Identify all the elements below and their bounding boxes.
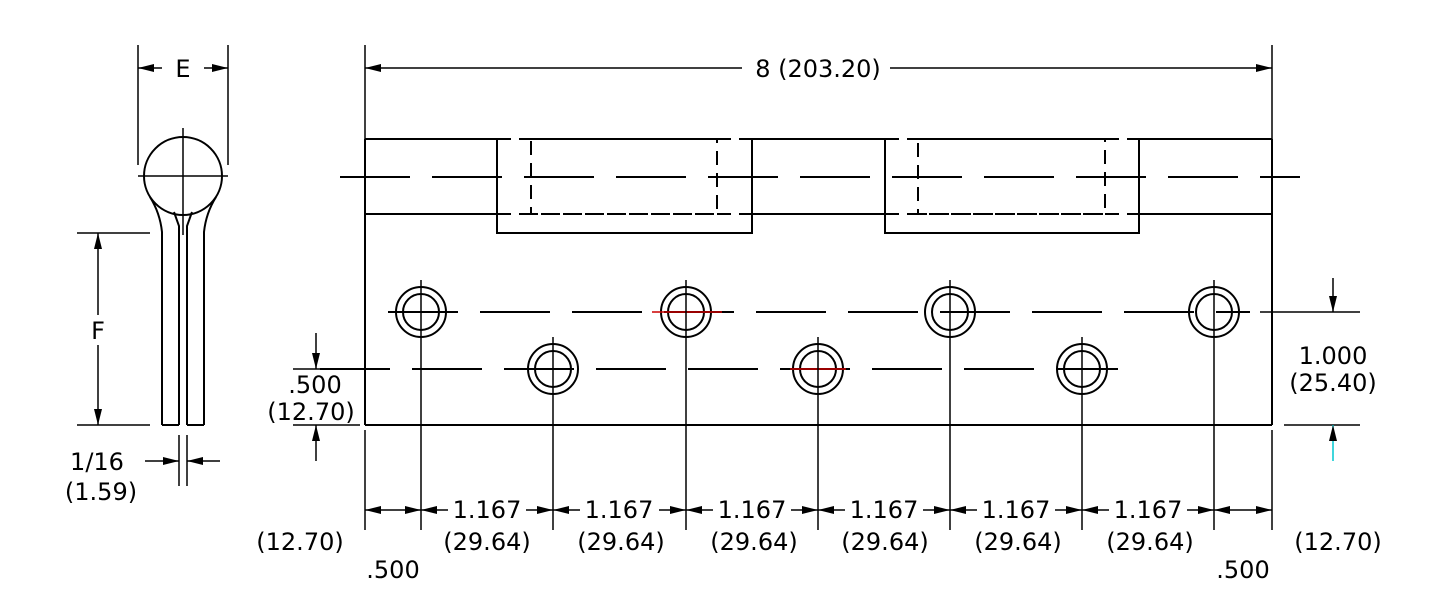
- overall-length-label: 8 (203.20): [755, 55, 881, 83]
- pitch-3-mm: (29.64): [710, 528, 797, 556]
- e-label: E: [175, 55, 190, 83]
- pitch-6-inch: 1.167: [1114, 496, 1183, 524]
- pitch-5-mm: (29.64): [974, 528, 1061, 556]
- pitch-3-inch: 1.167: [718, 496, 787, 524]
- left-edge-inch: .500: [366, 556, 419, 584]
- row-offset-inch-label: .500: [288, 371, 341, 399]
- row-height-mm-label: (25.40): [1289, 369, 1376, 397]
- row-offset-mm-label: (12.70): [267, 398, 354, 426]
- pitch-6-mm: (29.64): [1106, 528, 1193, 556]
- right-edge-mm: (12.70): [1294, 528, 1381, 556]
- thickness-inch-label: 1/16: [70, 448, 124, 476]
- right-edge-inch: .500: [1216, 556, 1269, 584]
- pitch-2-inch: 1.167: [585, 496, 654, 524]
- pitch-1-inch: 1.167: [453, 496, 522, 524]
- pitch-4-mm: (29.64): [841, 528, 928, 556]
- pitch-5-inch: 1.167: [982, 496, 1051, 524]
- pitch-4-inch: 1.167: [850, 496, 919, 524]
- pitch-1-mm: (29.64): [443, 528, 530, 556]
- thickness-mm-label: (1.59): [65, 478, 137, 506]
- row-height-inch-label: 1.000: [1299, 342, 1368, 370]
- side-view: E F 1/16 (1.59): [65, 45, 229, 506]
- front-view: 8 (203.20): [256, 45, 1382, 584]
- pitch-2-mm: (29.64): [577, 528, 664, 556]
- left-edge-mm: (12.70): [256, 528, 343, 556]
- f-label: F: [91, 317, 105, 345]
